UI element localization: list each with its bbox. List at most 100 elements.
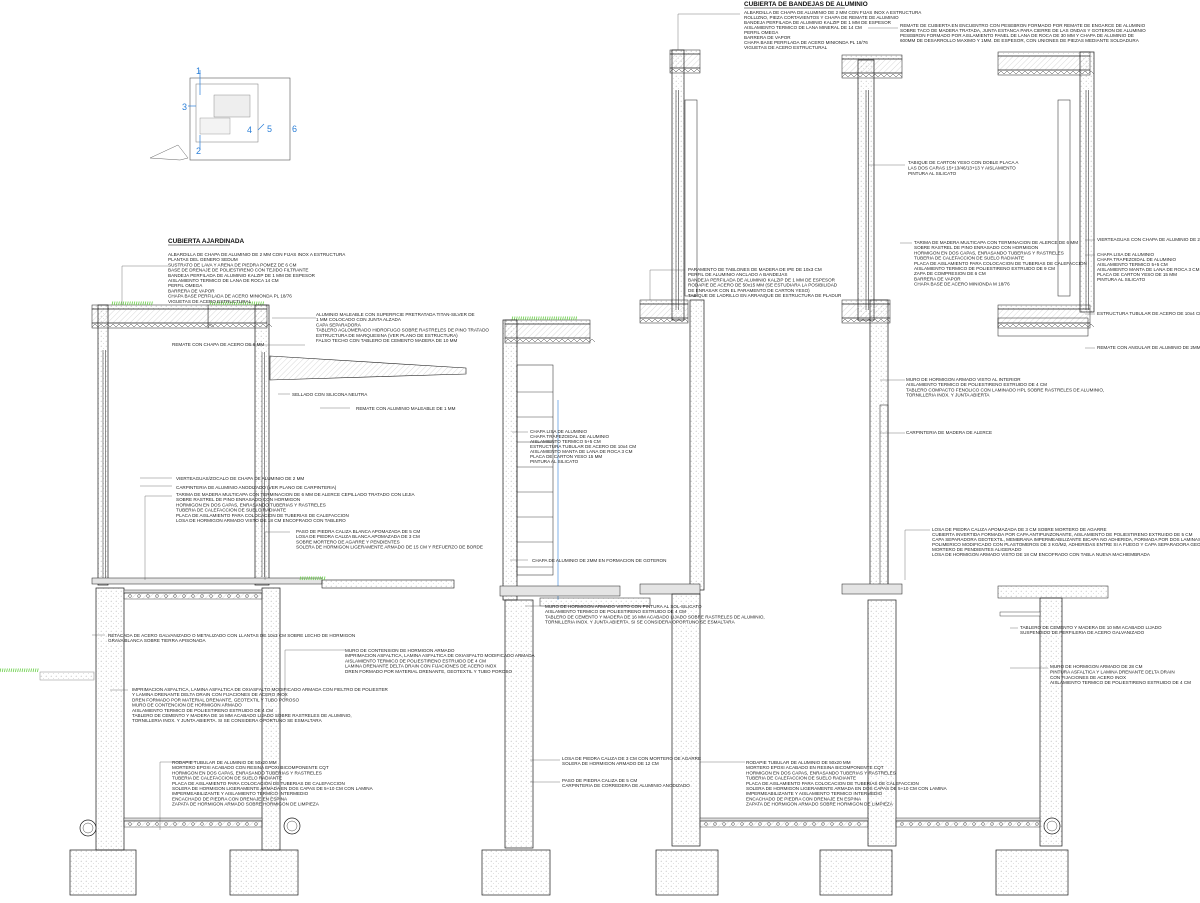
note-line: CHAPA BASE PERFILADA DE ACERO MINIONDA P… [744,40,868,45]
roof-deck-wave [1069,323,1077,328]
gravel-bed [39,671,95,681]
heating-pipe [803,822,807,826]
sedum-plant [315,576,317,581]
drain-pipe [79,819,97,837]
heating-pipe [1008,822,1012,826]
roof-deck [669,67,701,74]
roof-deck-wave [205,323,213,328]
sedum-plant [549,316,551,321]
heating-pipe [245,822,249,826]
note-tabique-carton-yeso: TABIQUE DE CARTON YESO CON DOBLE PLACA A… [908,160,1019,176]
note-line: VIERTEAGUAS CON CHAPA DE ALUMINIO DE 2MM [1097,237,1200,242]
roof-deck-wave [247,323,255,328]
note-line: AISLAMIENTO TERMICO DE POLIESTIRENO ESTR… [345,658,486,663]
heating-pipe [758,822,762,826]
sedum-plant [151,301,153,306]
heating-pipe [155,594,159,598]
sedum-plant [15,668,17,673]
note-line: PERFIL OMEGA [168,283,203,288]
note-retacada-grava: RETACADA DE ACERO GALVANIZADO O METALIZA… [108,633,355,643]
roof-deck-wave [211,323,219,328]
note-line: VIERTEAGUAS/ZOCALO DE CHAPA DE ALUMINIO … [176,476,304,481]
sedum-plant [247,301,249,306]
roof-deck-wave [207,323,215,328]
section-drawings [0,49,1109,896]
roof-deck-wave [121,323,129,328]
roof-deck-wave [1063,323,1071,328]
roof-deck-wave [528,338,536,343]
note-line: HORMIGON EN DOS CAPAS, ENRASANDO TUBERIA… [172,770,322,775]
roof-substrate [997,51,1091,57]
roof-deck-wave [841,73,849,78]
roof-deck-wave [522,338,530,343]
sedum-plant [142,301,144,306]
note-line: ALBARDILLA DE CHAPA DE ALUMINIO DE 2 MM … [744,10,922,15]
note-line: AISLAMIENTO TERMICO DE POLIESTIRENO ESTR… [132,708,273,713]
sedum-plant [560,316,562,321]
sedum-plant [149,301,151,306]
note-line: TABLERO AGLOMERADO HIDROFUGO SOBRE RASTR… [316,328,489,333]
sedum-plant [306,576,308,581]
roof-deck-wave [139,323,147,328]
sedum-plant [225,301,227,306]
heating-pipe [236,594,240,598]
roof-deck-wave [241,323,249,328]
sedum-plant [304,576,306,581]
note-line: TORNILLERIA INOX. Y JUNTA ABIERTA [906,393,990,398]
heating-pipe [839,822,843,826]
sedum-plant [0,668,2,673]
roof-deck-wave [1063,70,1071,75]
note-line: Y LAMINA DRENANTE DELTA DRAIN CON FIJACI… [132,692,288,697]
sedum-plant [533,316,536,321]
note-line: SOLERA DE HORMIGON LIGERAMENTE ARMADA EN… [746,786,948,791]
roof-deck-wave [1039,70,1047,75]
sedum-plant [118,301,120,306]
note-line: AISLAMIENTO TERMICO DE LANA DE ROCA 14 C… [168,278,279,283]
note-line: DREN FORMADO POR MATERIAL DRENANTE, GEOT… [345,669,512,674]
sedum-plant [113,301,116,306]
sedum-plant [37,668,39,673]
roof-deck-wave [187,323,195,328]
sedum-plant [251,301,253,306]
sedum-plant [214,301,216,306]
roof-deck-wave [157,323,165,328]
heating-pipe [209,822,213,826]
note-line: PLACA DE CARTON YESO DE 15 MM [1097,272,1177,277]
interior-partition [684,99,698,297]
footing [69,849,137,896]
sedum-plant [566,316,569,321]
sedum-plant [129,301,131,306]
roof-deck [639,317,689,324]
note-line: RODAPIE TUBULAR DE ALUMINIO DE 50x20 MM [746,760,851,765]
sedum-plant [249,301,251,306]
sedum-plant [535,316,538,321]
roof-deck-wave [1051,323,1059,328]
heating-pipe [704,822,708,826]
heating-pipe [128,822,132,826]
sedum-plant [538,316,540,321]
sedum-plant [513,316,516,321]
note-line: ESTRUCTURA TUBULAR DE ACERO DE 10x4 CM [530,444,636,449]
note-line: RODAPIE DE ACERO DE 50x15 MM (SE ESTUDIA… [688,283,838,288]
title-cubierta-bandejas: CUBIERTA DE BANDEJAS DE ALUMINIO [744,1,868,8]
heating-pipe [990,822,994,826]
roof-deck-wave [853,318,861,323]
note-line: CARPINTERIA DE CORREDERA DE ALUMINIO ANO… [562,783,690,788]
note-line: ZAPA DE COMPRESION DE 6 CM [914,271,986,276]
note-line: LOSA DE PIEDRA CALIZA BLANCA APOMAZADA D… [296,534,420,539]
note-line: PLACA DE AISLAMIENTO PARA COLOCACION DE … [914,261,1087,266]
heating-pipe [191,594,195,598]
note-line: PLANTAS DEL GENERO SEDUM [168,257,238,262]
heating-pipe [945,822,949,826]
note-line: AISLAMIENTO TERMICO DE POLIESTIRENO ESTR… [545,609,686,614]
sedum-plant [557,316,560,321]
sedum-plant [23,668,26,673]
heating-pipe [245,594,249,598]
note-line: TABLERO COMPACTO FENOLICO CON LAMINADO H… [906,387,1104,392]
note-estructura-tubular: ESTRUCTURA TUBULAR DE ACERO DE 10x4 CM [1097,311,1200,316]
heating-pipe [936,822,940,826]
footing [995,849,1069,896]
roof-deck [997,69,1091,76]
note-line: AISLAMIENTO MANTA DE LANA DE ROCA 3 CM [530,449,633,454]
roof-deck-wave [847,318,855,323]
